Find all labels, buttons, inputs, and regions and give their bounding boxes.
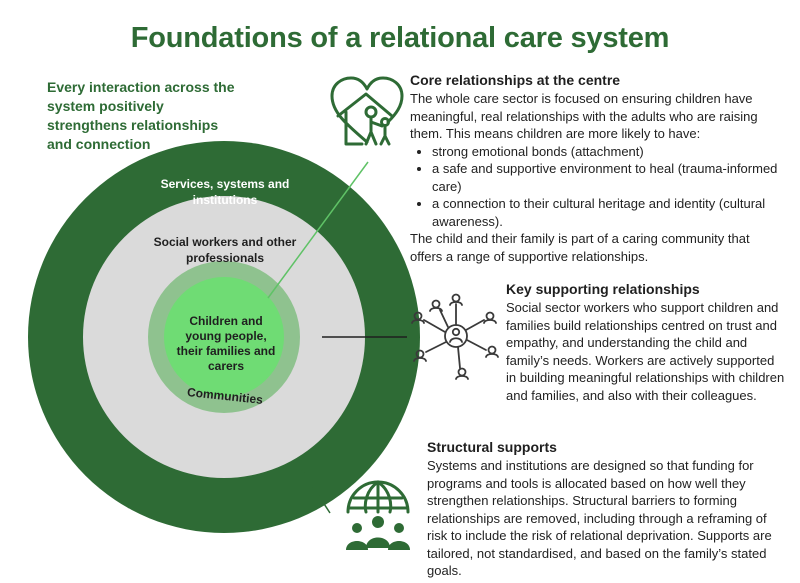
section-supporting-relationships: Key supporting relationships Social sect… xyxy=(506,280,786,404)
section-body: Systems and institutions are designed so… xyxy=(427,458,772,578)
list-item: a connection to their cultural heritage … xyxy=(432,195,785,230)
section-heading: Structural supports xyxy=(427,439,557,455)
section-heading: Key supporting relationships xyxy=(506,281,700,297)
network-people-icon xyxy=(411,293,499,380)
ring-label-services: Services, systems and institutions xyxy=(160,177,290,207)
connector-core xyxy=(267,161,369,299)
section-body: Social sector workers who support childr… xyxy=(506,300,785,403)
ring-core-children xyxy=(164,277,284,397)
tagline: Every interaction across the system posi… xyxy=(47,79,235,152)
list-item: strong emotional bonds (attachment) xyxy=(432,143,785,161)
section-structural-supports: Structural supports Systems and institut… xyxy=(427,438,782,580)
section-core-relationships: Core relationships at the centre The who… xyxy=(410,71,785,265)
list-item: a safe and supportive environment to hea… xyxy=(432,160,785,195)
heart-house-family-icon xyxy=(330,76,404,146)
page-title: Foundations of a relational care system xyxy=(130,22,670,54)
connector-structural xyxy=(301,469,331,514)
bullet-list: strong emotional bonds (attachment) a sa… xyxy=(410,143,785,231)
globe-community-icon xyxy=(346,480,410,550)
section-intro: The whole care sector is focused on ensu… xyxy=(410,91,758,141)
ring-label-children: Children and young people, their familie… xyxy=(176,314,276,373)
ring-label-professionals: Social workers and other professionals xyxy=(153,235,297,265)
section-heading: Core relationships at the centre xyxy=(410,72,621,88)
section-outro: The child and their family is part of a … xyxy=(410,231,750,264)
